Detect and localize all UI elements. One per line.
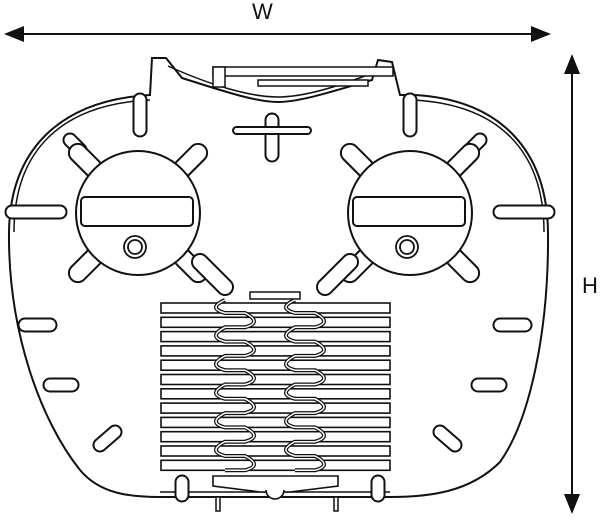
splice-channel [160, 416, 391, 429]
reel-hole-inner [399, 239, 415, 255]
splice-channel [160, 402, 391, 414]
t-guide-bar [232, 126, 312, 135]
splice-channel [160, 387, 391, 400]
splice-channel [160, 430, 391, 443]
mounting-pin [333, 496, 339, 512]
holder-top-bar [249, 291, 301, 300]
splice-channel [160, 330, 391, 343]
splice-channel [160, 459, 391, 472]
splice-channel [160, 316, 391, 329]
fiber-reel [339, 142, 481, 284]
guide-slot [92, 424, 123, 453]
height-label: H [582, 273, 598, 298]
spring-clip [284, 298, 326, 473]
entry-finger [191, 253, 234, 296]
splice-channel [160, 345, 391, 357]
splice-channel [160, 445, 391, 457]
splice-holder [160, 291, 391, 512]
top-clip [212, 66, 394, 88]
entry-finger [316, 253, 359, 296]
splice-channel [160, 302, 391, 314]
holder-bottom-bar [212, 475, 339, 493]
width-label: W [252, 0, 273, 24]
reel-slot [80, 196, 194, 227]
fiber-reels [67, 142, 481, 296]
reel-slot [352, 196, 466, 227]
holder-notch [265, 489, 285, 500]
cable-guide-slots [4, 92, 556, 503]
reel-hole-inner [127, 239, 143, 255]
splice-channel [160, 373, 391, 386]
mounting-pin [215, 496, 221, 512]
fiber-reel [67, 142, 209, 284]
splice-channel [160, 359, 391, 372]
guide-slot [432, 424, 463, 453]
spring-clip [214, 298, 256, 473]
